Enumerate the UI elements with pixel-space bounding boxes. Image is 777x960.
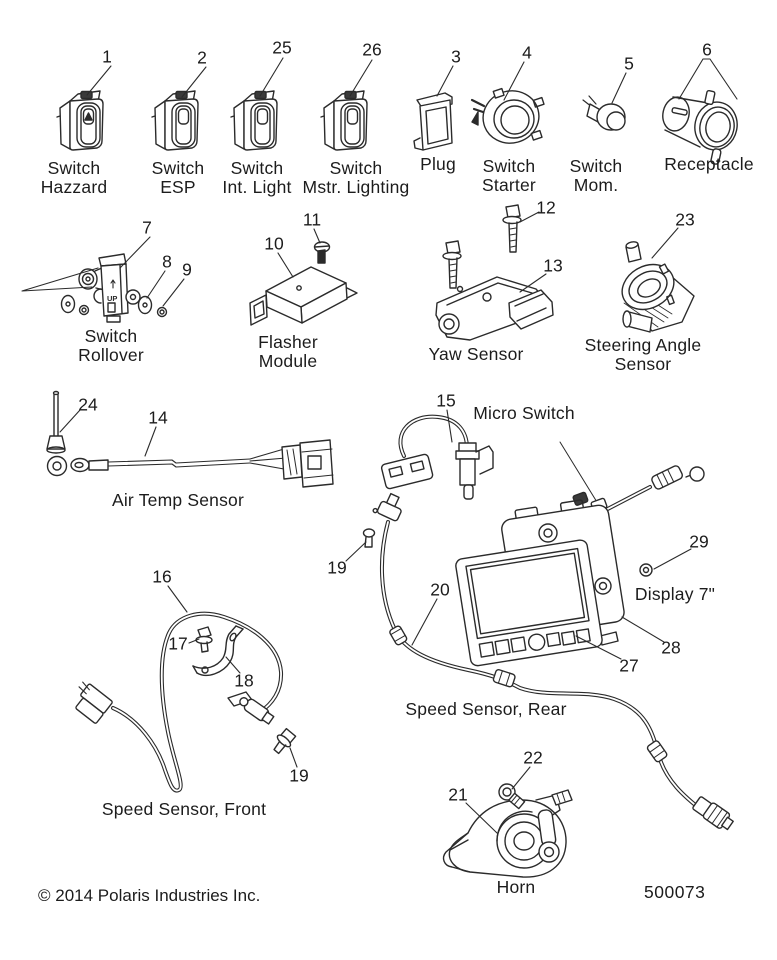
hazard-triangle-icon <box>84 112 93 121</box>
nut-29-drawing <box>639 563 653 577</box>
switch-esp-drawing <box>151 90 199 151</box>
callout-22: 22 <box>523 747 543 768</box>
callout-15: 15 <box>436 390 456 411</box>
speed-sensor-rear-drawing <box>362 492 734 831</box>
callout-10: 10 <box>264 233 284 254</box>
label-switch-esp: Switch ESP <box>151 158 205 197</box>
callout-6: 6 <box>702 39 712 60</box>
steering-angle-sensor-drawing <box>621 241 695 333</box>
callout-8: 8 <box>162 251 172 272</box>
switch-hazzard-drawing <box>56 90 104 151</box>
plug-drawing <box>413 92 453 151</box>
rollover-up-marking: UP <box>107 294 117 303</box>
label-switch-rollover: Switch Rollover <box>78 326 144 365</box>
callout-7: 7 <box>142 217 152 238</box>
callout-12: 12 <box>536 197 556 218</box>
label-horn: Horn <box>496 877 536 897</box>
callout-28: 28 <box>661 637 681 658</box>
callout-24: 24 <box>78 394 98 415</box>
switch-rollover-drawing: UP <box>60 253 168 323</box>
switch-int-light-drawing <box>230 90 278 151</box>
label-flasher-module: Flasher Module <box>258 332 318 371</box>
callout-25: 25 <box>272 37 292 58</box>
callout-19-rear: 19 <box>327 557 347 578</box>
label-yaw-sensor: Yaw Sensor <box>428 344 524 364</box>
air-temp-sensor-drawing <box>46 390 334 488</box>
callout-3: 3 <box>451 46 461 67</box>
callout-27: 27 <box>619 655 639 676</box>
callout-17: 17 <box>168 633 188 654</box>
label-switch-starter: Switch Starter <box>482 156 536 195</box>
callout-29: 29 <box>689 531 709 552</box>
callout-16: 16 <box>152 566 172 587</box>
horn-drawing <box>442 783 573 878</box>
switch-starter-drawing <box>470 87 545 144</box>
label-switch-int-light: Switch Int. Light <box>222 158 292 197</box>
sheet-number: 500073 <box>644 882 706 902</box>
callout-23: 23 <box>675 209 695 230</box>
callout-19-front: 19 <box>289 765 309 786</box>
label-switch-mom: Switch Mom. <box>569 156 623 195</box>
label-air-temp-sensor: Air Temp Sensor <box>111 490 245 510</box>
display-7-drawing <box>455 441 705 667</box>
callout-13: 13 <box>543 255 563 276</box>
micro-switch-drawing <box>380 414 494 500</box>
flasher-module-drawing <box>249 241 358 326</box>
label-switch-hazzard: Switch Hazzard <box>40 158 108 197</box>
label-plug: Plug <box>420 154 456 174</box>
label-speed-sensor-front: Speed Sensor, Front <box>101 799 267 819</box>
callout-leader-lines <box>21 57 738 834</box>
label-micro-switch: Micro Switch <box>473 403 575 423</box>
label-speed-sensor-rear: Speed Sensor, Rear <box>405 699 567 719</box>
callout-18: 18 <box>234 670 254 691</box>
callout-26: 26 <box>362 39 382 60</box>
label-display-7: Display 7" <box>634 584 716 604</box>
callout-1: 1 <box>102 46 112 67</box>
copyright-text: © 2014 Polaris Industries Inc. <box>38 886 261 905</box>
label-receptacle: Receptacle <box>664 154 754 174</box>
yaw-sensor-drawing <box>435 204 554 341</box>
callout-14: 14 <box>148 407 168 428</box>
callout-21: 21 <box>448 784 468 805</box>
callout-9: 9 <box>182 259 192 280</box>
label-steering-angle-sensor: Steering Angle Sensor <box>584 335 702 374</box>
label-switch-mstr-lighting: Switch Mstr. Lighting <box>302 158 410 197</box>
callout-11: 11 <box>302 209 322 230</box>
callout-20: 20 <box>430 579 450 600</box>
callout-4: 4 <box>522 42 532 63</box>
callout-5: 5 <box>624 53 634 74</box>
switch-mom-drawing <box>582 95 626 131</box>
switch-mstr-lighting-drawing <box>320 90 368 151</box>
callout-2: 2 <box>197 47 207 68</box>
